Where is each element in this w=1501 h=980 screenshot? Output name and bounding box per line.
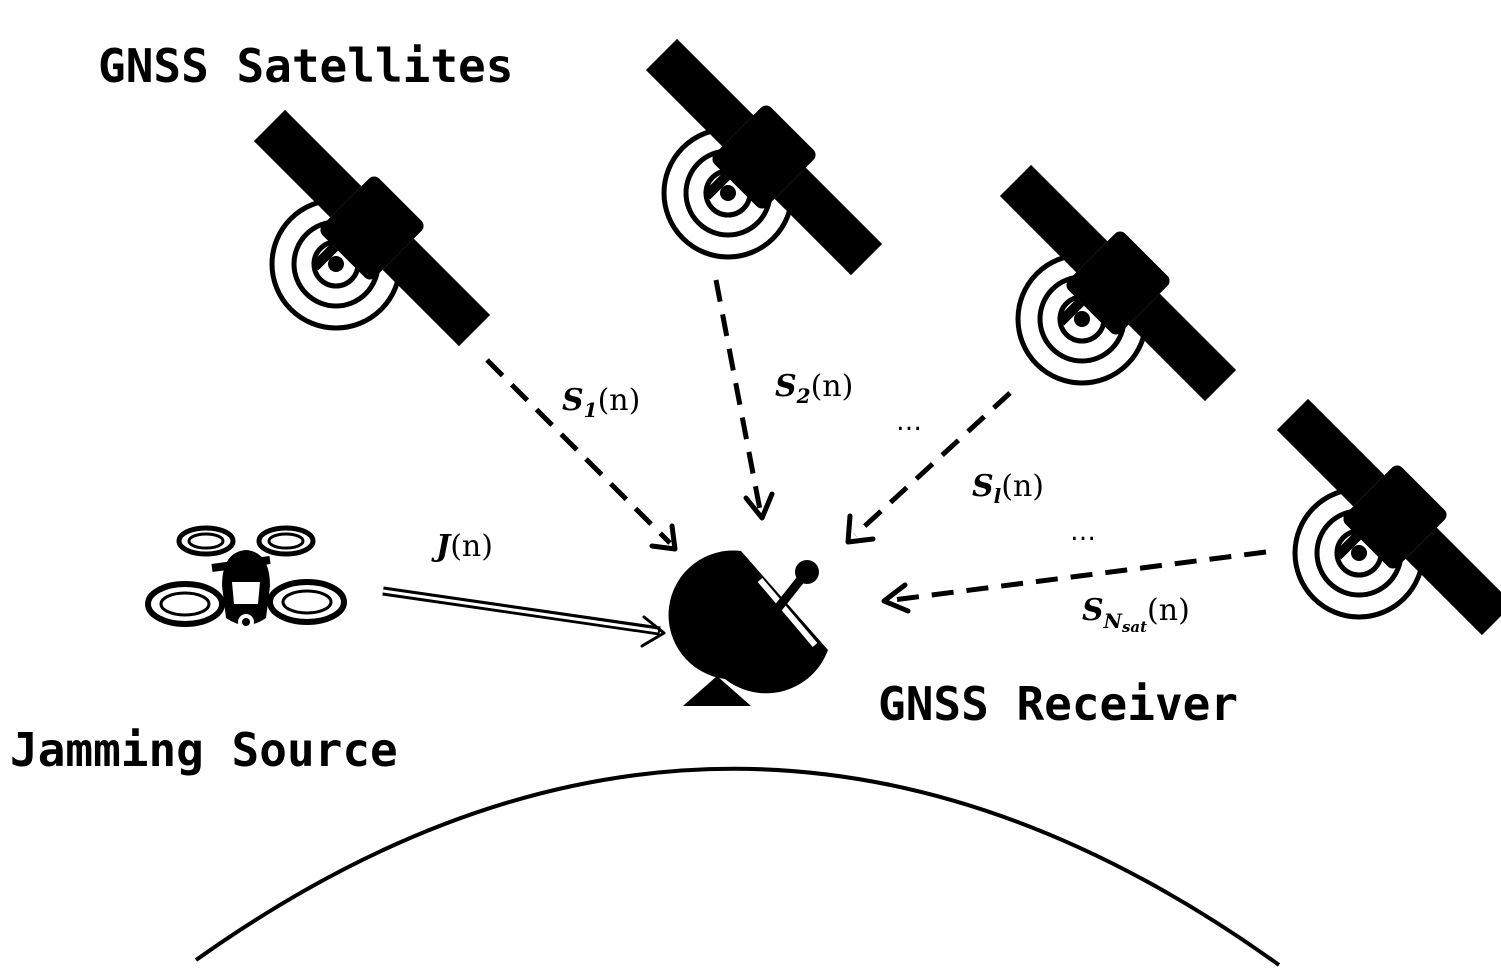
ellipsis-lower: … bbox=[1070, 517, 1096, 547]
jammer-label: Jamming Source bbox=[10, 723, 398, 777]
satellite-icon bbox=[967, 152, 1248, 433]
drone-icon bbox=[145, 525, 347, 630]
signal-arrow-sl bbox=[845, 391, 1012, 545]
signal-arrow-s1 bbox=[485, 358, 678, 552]
signal-arrow-snsat bbox=[881, 549, 1267, 614]
receiver-label: GNSS Receiver bbox=[878, 677, 1238, 731]
signal-arrow-s2 bbox=[713, 279, 775, 521]
satellite-icon bbox=[613, 26, 894, 307]
earth-arc bbox=[194, 766, 1281, 967]
signal-label-sl: Sl(n) bbox=[972, 469, 1044, 508]
dish-antenna-icon bbox=[668, 550, 828, 706]
signal-label-s1: S1(n) bbox=[562, 383, 640, 422]
signal-label-jam: J(n) bbox=[431, 529, 493, 564]
signal-label-snsat: SNsat(n) bbox=[1082, 593, 1190, 636]
ellipsis-upper: … bbox=[896, 407, 922, 437]
satellites-label: GNSS Satellites bbox=[98, 39, 513, 93]
satellite-icon bbox=[1244, 386, 1501, 667]
satellite-icon bbox=[221, 97, 502, 378]
jamming-arrow bbox=[382, 586, 666, 648]
signal-label-s2: S2(n) bbox=[775, 369, 853, 408]
